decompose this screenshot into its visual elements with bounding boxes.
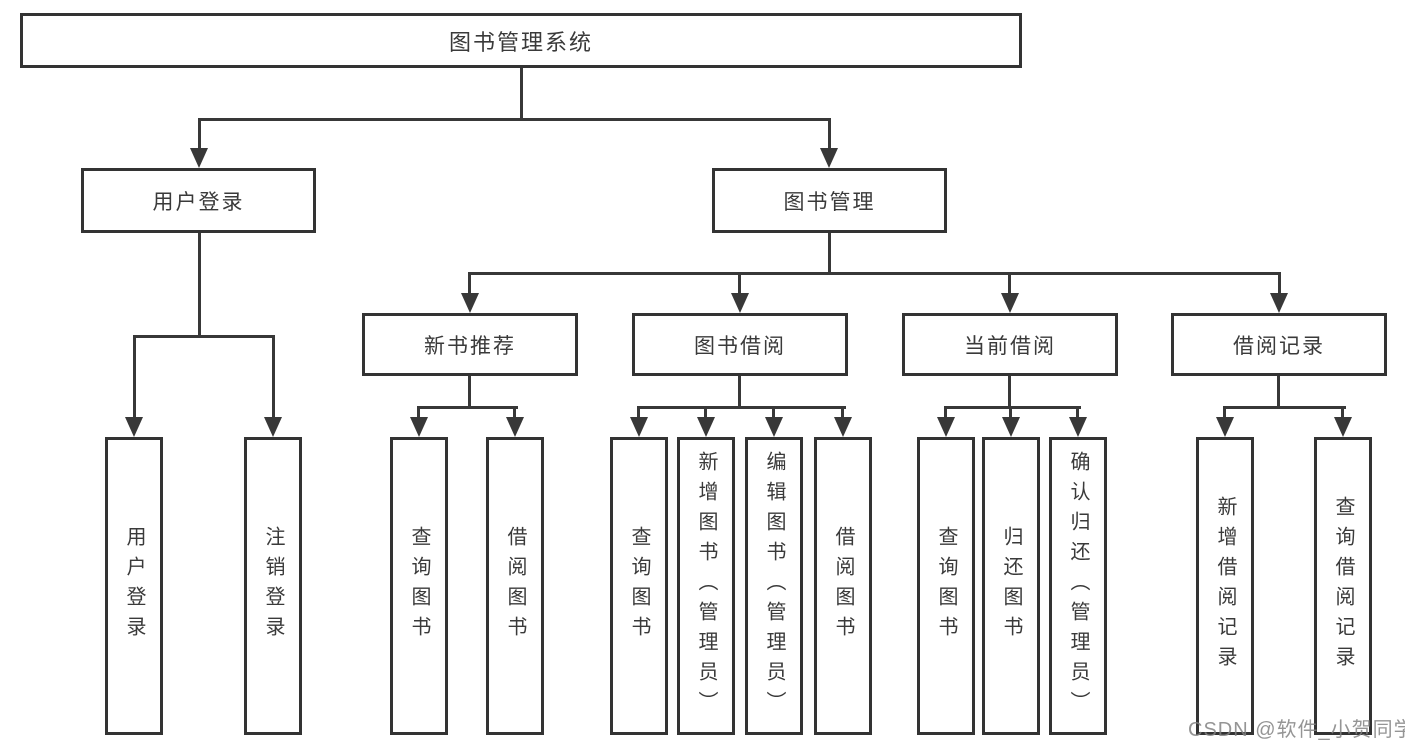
connector-books-to-borrow [738,272,741,295]
node-borrow-records-label: 借阅记录 [1233,334,1325,358]
arrow-to-borrow-query [630,417,648,437]
leaf-records-query-record-label: 查询借阅记录 [1332,496,1354,676]
connector-borrow-to-leaf4 [841,406,844,419]
connector-books-rail [468,272,1280,275]
arrow-to-records-query [1334,417,1352,437]
connector-records-to-leaf2 [1341,406,1344,419]
arrow-to-current-query [937,417,955,437]
connector-books-to-records [1278,272,1281,295]
leaf-current-query-books: 查询图书 [917,437,975,735]
leaf-current-return-books-label: 归还图书 [1000,526,1022,646]
connector-login-to-leaf2 [272,335,275,419]
connector-borrow-to-leaf3 [772,406,775,419]
arrow-to-recommend-borrow [506,417,524,437]
arrow-to-leaf-logout [264,417,282,437]
arrow-to-records-add [1216,417,1234,437]
connector-current-to-leaf1 [944,406,947,419]
leaf-borrow-query-books-label: 查询图书 [628,526,650,646]
node-current-borrow-label: 当前借阅 [964,334,1056,358]
connector-records-to-leaf1 [1223,406,1226,419]
connector-books-to-current [1008,272,1011,295]
leaf-recommend-borrow-books: 借阅图书 [486,437,544,735]
node-book-management-label: 图书管理 [783,190,876,214]
connector-recommend-rail [417,406,518,409]
connector-current-to-leaf3 [1076,406,1079,419]
node-root: 图书管理系统 [20,13,1022,68]
arrow-to-current-return [1002,417,1020,437]
leaf-borrow-add-books-admin: 新增图书（管理员） [677,437,735,735]
connector-borrow-to-leaf1 [637,406,640,419]
node-current-borrow: 当前借阅 [902,313,1118,376]
leaf-logout: 注销登录 [244,437,302,735]
leaf-recommend-query-books: 查询图书 [390,437,448,735]
node-borrow-records: 借阅记录 [1171,313,1387,376]
node-book-borrow-label: 图书借阅 [694,334,786,358]
connector-login-rail [133,335,275,338]
connector-current-rail [944,406,1081,409]
leaf-records-add-record-label: 新增借阅记录 [1214,496,1236,676]
connector-current-to-leaf2 [1009,406,1012,419]
leaf-current-confirm-return-admin-label: 确认归还（管理员） [1067,451,1089,721]
leaf-borrow-edit-books-admin: 编辑图书（管理员） [745,437,803,735]
leaf-logout-label: 注销登录 [262,526,284,646]
csdn-watermark: CSDN @软件_小贺同学 [1188,719,1405,741]
leaf-user-login: 用户登录 [105,437,163,735]
node-root-label: 图书管理系统 [448,29,593,55]
connector-recommend-stem [468,376,471,406]
leaf-current-query-books-label: 查询图书 [935,526,957,646]
leaf-user-login-label: 用户登录 [123,526,145,646]
node-book-management: 图书管理 [712,168,947,233]
arrow-to-recommend-query [410,417,428,437]
connector-root-stem [520,68,523,118]
connector-login-to-leaf1 [133,335,136,419]
connector-borrow-rail [637,406,846,409]
leaf-borrow-query-books: 查询图书 [610,437,668,735]
connector-books-to-recommend [468,272,471,295]
arrow-to-book-borrow [731,293,749,313]
connector-borrow-to-leaf2 [704,406,707,419]
arrow-to-borrow-edit [765,417,783,437]
arrow-to-current-borrow [1001,293,1019,313]
leaf-borrow-borrow-books: 借阅图书 [814,437,872,735]
leaf-records-query-record: 查询借阅记录 [1314,437,1372,735]
leaf-borrow-edit-books-admin-label: 编辑图书（管理员） [763,451,785,721]
connector-recommend-to-leaf2 [513,406,516,419]
connector-borrow-stem [738,376,741,406]
connector-records-stem [1277,376,1280,406]
connector-current-stem [1008,376,1011,406]
node-new-book-recommend: 新书推荐 [362,313,578,376]
connector-books-stem [828,233,831,272]
connector-root-to-books [828,118,831,150]
leaf-records-add-record: 新增借阅记录 [1196,437,1254,735]
arrow-to-borrow-add [697,417,715,437]
leaf-current-confirm-return-admin: 确认归还（管理员） [1049,437,1107,735]
leaf-borrow-add-books-admin-label: 新增图书（管理员） [695,451,717,721]
arrow-to-user-login [190,148,208,168]
leaf-borrow-borrow-books-label: 借阅图书 [832,526,854,646]
node-user-login: 用户登录 [81,168,316,233]
connector-records-rail [1223,406,1346,409]
leaf-recommend-query-books-label: 查询图书 [408,526,430,646]
connector-recommend-to-leaf1 [417,406,420,419]
connector-root-rail [198,118,831,121]
arrow-to-leaf-user-login [125,417,143,437]
node-book-borrow: 图书借阅 [632,313,848,376]
node-new-book-recommend-label: 新书推荐 [424,334,516,358]
arrow-to-current-confirm [1069,417,1087,437]
connector-root-to-login [198,118,201,150]
arrow-to-book-management [820,148,838,168]
node-user-login-label: 用户登录 [152,190,245,214]
arrow-to-borrow-records [1270,293,1288,313]
connector-login-stem [198,233,201,335]
arrow-to-borrow-borrow [834,417,852,437]
leaf-recommend-borrow-books-label: 借阅图书 [504,526,526,646]
leaf-current-return-books: 归还图书 [982,437,1040,735]
arrow-to-new-book-recommend [461,293,479,313]
